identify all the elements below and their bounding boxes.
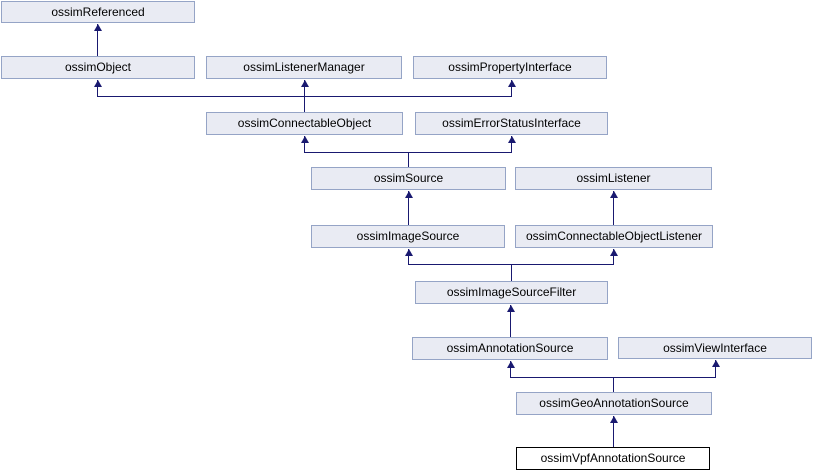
inheritance-arrowhead-icon [508,80,516,87]
inheritance-arrowhead-icon [94,80,102,87]
class-node-ossimAnnotationSource[interactable]: ossimAnnotationSource [412,337,608,360]
class-node-ossimVpfAnnotationSource: ossimVpfAnnotationSource [516,447,710,470]
inheritance-arrowhead-icon [405,249,413,256]
inheritance-arrowhead-icon [301,136,309,143]
class-node-ossimConnectableObject[interactable]: ossimConnectableObject [206,112,403,135]
inheritance-edge-line [408,191,409,225]
inheritance-arrowhead-icon [405,191,413,198]
inheritance-edge-line [511,264,512,281]
inheritance-edge-line [613,249,614,264]
inheritance-edge-line [408,249,409,264]
inheritance-arrowhead-icon [507,305,515,312]
inheritance-arrowhead-icon [712,360,720,367]
inheritance-edge-line [511,80,512,97]
class-node-ossimConnectableObjectListener[interactable]: ossimConnectableObjectListener [515,225,713,248]
inheritance-arrowhead-icon [610,416,618,423]
inheritance-edge-line [97,96,512,97]
inheritance-arrowhead-icon [610,191,618,198]
class-node-ossimViewInterface[interactable]: ossimViewInterface [618,337,812,359]
class-node-ossimGeoAnnotationSource[interactable]: ossimGeoAnnotationSource [516,392,712,415]
inheritance-edge-line [613,416,614,447]
class-node-ossimObject[interactable]: ossimObject [1,56,195,79]
inheritance-arrowhead-icon [94,24,102,31]
inheritance-edge-line [613,377,614,392]
class-node-ossimPropertyInterface[interactable]: ossimPropertyInterface [413,56,607,79]
inheritance-arrowhead-icon [507,361,515,368]
class-node-ossimListener[interactable]: ossimListener [515,167,712,190]
inheritance-edge-line [510,361,511,377]
inheritance-edge-line [511,136,512,152]
inheritance-edge-line [97,24,98,56]
class-node-ossimImageSourceFilter[interactable]: ossimImageSourceFilter [415,281,608,304]
inheritance-edge-line [304,136,305,152]
inheritance-arrowhead-icon [508,136,516,143]
class-node-ossimImageSource[interactable]: ossimImageSource [311,225,505,248]
inheritance-arrowhead-icon [301,80,309,87]
inheritance-arrowhead-icon [610,249,618,256]
inheritance-edge-line [97,80,98,97]
class-node-ossimReferenced[interactable]: ossimReferenced [1,1,195,23]
inheritance-edge-line [613,191,614,225]
inheritance-edge-line [510,305,511,337]
inheritance-edge-line [408,152,409,167]
class-node-ossimErrorStatusInterface[interactable]: ossimErrorStatusInterface [415,112,608,135]
class-node-ossimListenerManager[interactable]: ossimListenerManager [206,56,402,79]
inheritance-edge-line [715,360,716,377]
class-node-ossimSource[interactable]: ossimSource [311,167,506,190]
